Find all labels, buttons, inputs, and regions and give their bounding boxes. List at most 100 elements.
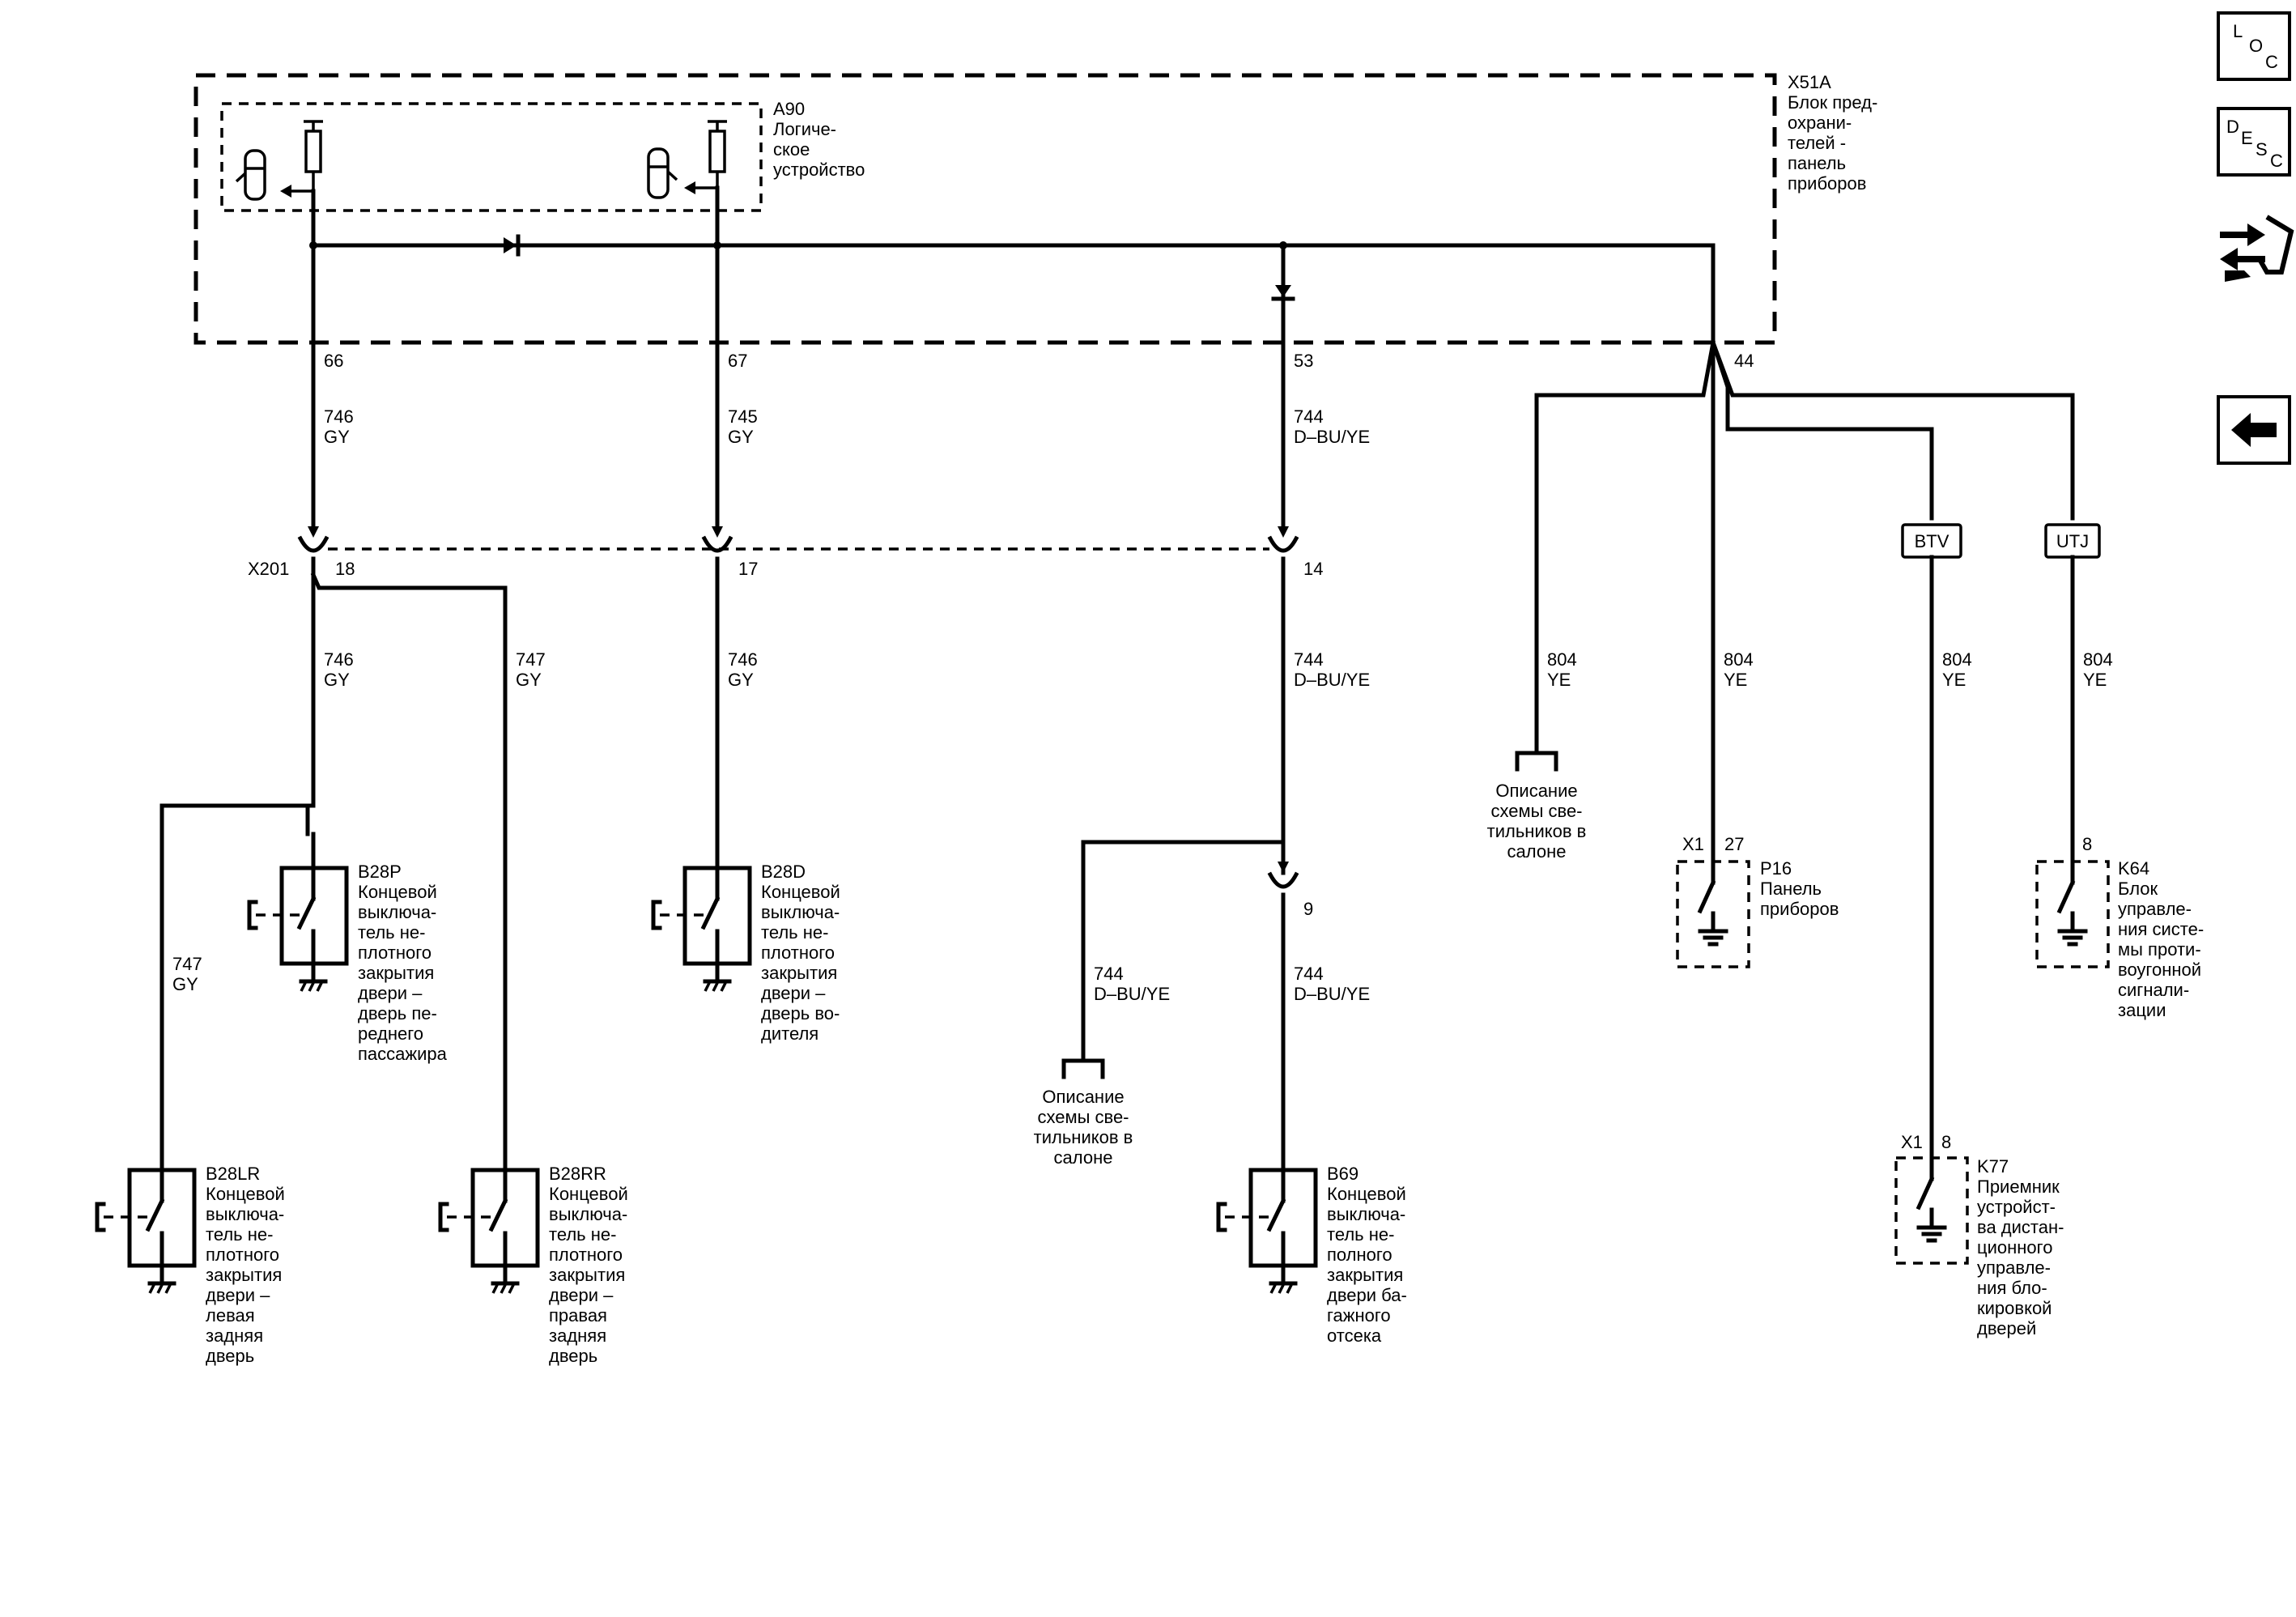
svg-text:плотного: плотного [206,1245,279,1265]
switch-b28d: B28D Концевой выключа- тель не- плотного… [651,862,840,1044]
svg-text:двери ба-: двери ба- [1327,1285,1407,1305]
svg-text:Концевой: Концевой [1327,1184,1406,1204]
svg-text:двери –: двери – [206,1285,270,1305]
module-x51a-box [193,73,1777,345]
component-k77: X1 8 K77 Приемник устройст- ва дистан- ц… [1894,1132,2064,1338]
svg-text:дверь: дверь [549,1346,597,1366]
svg-text:746: 746 [324,649,354,670]
svg-text:правая: правая [549,1305,607,1326]
svg-text:746: 746 [728,649,758,670]
svg-text:E: E [2241,128,2253,148]
svg-text:устройство: устройство [773,160,865,180]
svg-text:плотного: плотного [549,1245,623,1265]
svg-text:гажного: гажного [1327,1305,1391,1326]
svg-text:YE: YE [1724,670,1747,690]
svg-text:747: 747 [516,649,546,670]
svg-text:GY: GY [172,974,198,994]
svg-text:отсека: отсека [1327,1326,1382,1346]
svg-text:Панель: Панель [1760,879,1822,899]
svg-text:двери –: двери – [358,983,423,1003]
svg-text:GY: GY [324,427,350,447]
svg-text:выключа-: выключа- [549,1204,627,1224]
svg-text:D–BU/YE: D–BU/YE [1294,670,1370,690]
svg-text:задняя: задняя [206,1326,263,1346]
svg-text:тель не-: тель не- [206,1224,273,1245]
option-utj: UTJ [2044,523,2101,559]
p16-id: P16 [1760,858,1792,879]
svg-text:744: 744 [1294,964,1324,984]
svg-text:левая: левая [206,1305,255,1326]
svg-text:телей -: телей - [1788,133,1846,153]
svg-text:804: 804 [1724,649,1754,670]
switch-b28rr: B28RR Концевой выключа- тель не- плотног… [438,1164,628,1366]
k77-id: K77 [1977,1156,2009,1177]
car-door-icon [647,147,678,199]
svg-text:Описание: Описание [1042,1087,1124,1107]
svg-text:закрытия: закрытия [549,1265,625,1285]
svg-text:тильников в: тильников в [1487,821,1587,841]
svg-text:ния систе-: ния систе- [2118,919,2204,939]
connector-tool-icon[interactable] [2220,215,2294,282]
ref-interior-lights-2: Описание схемы све- тильников в салоне [1487,751,1587,862]
svg-text:YE: YE [1942,670,1966,690]
svg-text:O: O [2249,36,2263,56]
loc-button[interactable]: L O C [2217,11,2291,81]
svg-text:зации: зации [2118,1000,2166,1020]
svg-text:пассажира: пассажира [358,1044,448,1064]
svg-text:двери –: двери – [549,1285,614,1305]
svg-text:ское: ское [773,139,810,160]
svg-text:плотного: плотного [761,943,835,963]
svg-text:закрытия: закрытия [1327,1265,1403,1285]
svg-text:YE: YE [2083,670,2107,690]
svg-text:закрытия: закрытия [761,963,837,983]
module-a90-label: A90 Логиче- ское устройство [773,99,865,180]
svg-text:804: 804 [1942,649,1972,670]
connector-x201: X201 18 17 14 [248,526,1323,579]
svg-text:схемы све-: схемы све- [1490,801,1582,821]
svg-text:YE: YE [1547,670,1571,690]
k64-id: K64 [2118,858,2149,879]
back-button[interactable] [2217,395,2291,465]
arrow-left-icon [2231,413,2277,447]
svg-text:задняя: задняя [549,1326,606,1346]
svg-text:747: 747 [172,954,202,974]
svg-text:746: 746 [324,406,354,427]
svg-text:ционного: ционного [1977,1237,2052,1257]
component-k64: 8 K64 Блок управле- ния систе- мы проти-… [2035,834,2204,1020]
svg-text:GY: GY [516,670,542,690]
svg-text:Логиче-: Логиче- [773,119,836,139]
svg-text:тель не-: тель не- [1327,1224,1394,1245]
svg-text:18: 18 [335,559,355,579]
svg-text:D–BU/YE: D–BU/YE [1094,984,1170,1004]
svg-text:27: 27 [1724,834,1744,854]
diode-vertical [1271,285,1295,301]
svg-text:закрытия: закрытия [358,963,434,983]
ground-icon [147,1281,176,1294]
diode-horizontal [504,234,521,257]
desc-button[interactable]: D E S C [2217,107,2291,177]
svg-text:8: 8 [1941,1132,1951,1152]
b28lr-id: B28LR [206,1164,260,1184]
svg-text:выключа-: выключа- [358,902,436,922]
b28d-id: B28D [761,862,806,882]
svg-text:Описание: Описание [1495,781,1577,801]
svg-text:панель: панель [1788,153,1846,173]
svg-text:Блок пред-: Блок пред- [1788,92,1877,113]
connector-x201-id: X201 [248,559,289,579]
svg-text:14: 14 [1303,559,1323,579]
svg-text:804: 804 [2083,649,2113,670]
ground-icon [703,979,732,992]
svg-text:GY: GY [728,427,754,447]
svg-text:устройст-: устройст- [1977,1197,2056,1217]
ref-interior-lights-1: Описание схемы све- тильников в салоне [1034,1058,1133,1168]
switch-b69: B69 Концевой выключа- тель не- полного з… [1216,1164,1407,1346]
svg-text:приборов: приборов [1760,899,1839,919]
svg-text:дверей: дверей [1977,1318,2036,1338]
switch-b28lr: B28LR Концевой выключа- тель не- плотног… [95,1164,285,1366]
svg-text:дверь во-: дверь во- [761,1003,840,1023]
svg-text:744: 744 [1294,649,1324,670]
svg-text:X1: X1 [1682,834,1704,854]
b28rr-id: B28RR [549,1164,606,1184]
svg-text:8: 8 [2082,834,2092,854]
svg-text:дителя: дителя [761,1023,818,1044]
